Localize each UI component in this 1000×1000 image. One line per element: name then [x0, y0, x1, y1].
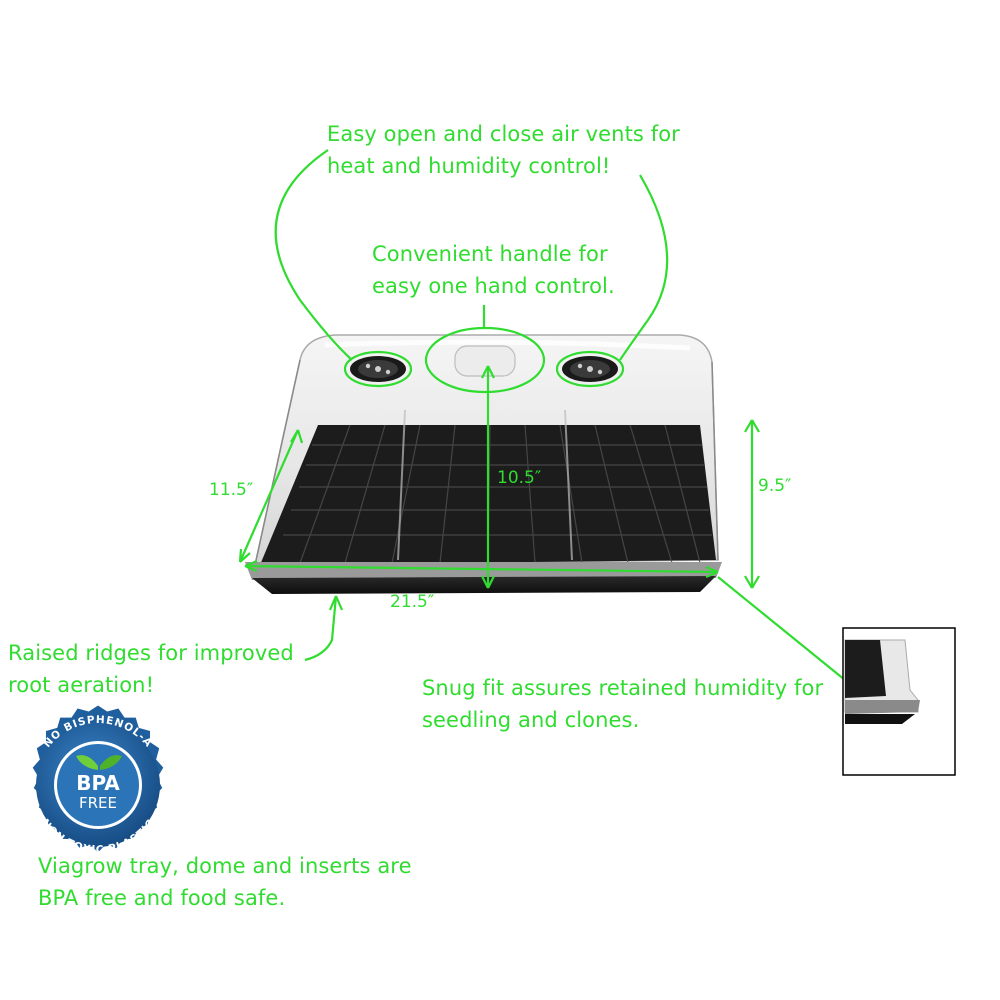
- handle-callout: Convenient handle for easy one hand cont…: [372, 238, 615, 302]
- seal-badge-icon: NO BISPHENOL-A NON-TOXIC PLASTIC BPA FRE…: [32, 705, 164, 856]
- handle-callout-line1: Convenient handle for: [372, 242, 608, 266]
- bpa-note-line1: Viagrow tray, dome and inserts are: [38, 854, 412, 878]
- dimension-arrows: [238, 365, 760, 589]
- snug-fit-callout-line1: Snug fit assures retained humidity for: [422, 676, 824, 700]
- left-vent: [343, 350, 413, 388]
- handle-callout-line2: easy one hand control.: [372, 274, 615, 298]
- inner-height-label: 10.5″: [497, 468, 542, 488]
- right-vent: [555, 350, 625, 388]
- width-label: 21.5″: [390, 592, 435, 612]
- svg-text:BPA: BPA: [76, 771, 120, 795]
- ridges-callout: Raised ridges for improved root aeration…: [8, 637, 294, 701]
- vents-callout-line2: heat and humidity control!: [327, 154, 611, 178]
- ridges-callout-line2: root aeration!: [8, 673, 155, 697]
- depth-label: 11.5″: [209, 480, 254, 500]
- snug-fit-callout-line2: seedling and clones.: [422, 708, 640, 732]
- bpa-note-line2: BPA free and food safe.: [38, 886, 286, 910]
- vents-callout: Easy open and close air vents for heat a…: [327, 118, 680, 182]
- vents-callout-line1: Easy open and close air vents for: [327, 122, 680, 146]
- svg-text:FREE: FREE: [79, 794, 117, 812]
- snug-fit-callout: Snug fit assures retained humidity for s…: [422, 672, 823, 736]
- callout-connectors: [274, 149, 846, 681]
- inset-zoom: [842, 627, 956, 776]
- ridges-callout-line1: Raised ridges for improved: [8, 641, 294, 665]
- outer-height-label: 9.5″: [758, 476, 792, 496]
- bpa-note-callout: Viagrow tray, dome and inserts are BPA f…: [38, 850, 412, 914]
